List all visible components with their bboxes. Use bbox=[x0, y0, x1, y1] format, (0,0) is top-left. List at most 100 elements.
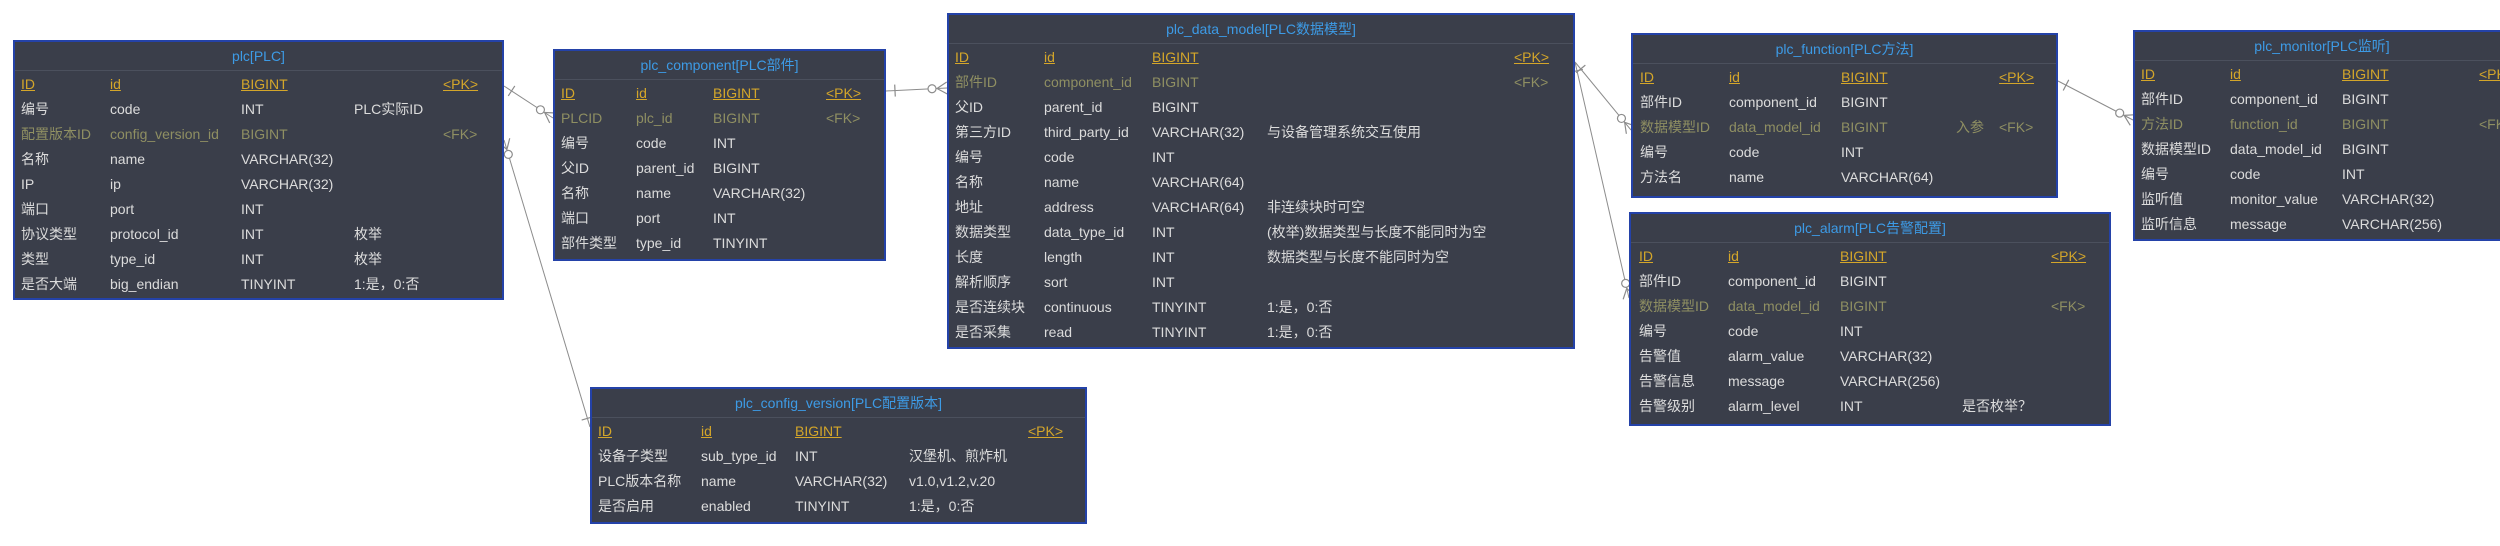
column-type: VARCHAR(64) bbox=[1841, 169, 1934, 185]
entity-plc-monitor[interactable]: plc_monitor[PLC监听]IDidBIGINT<PK>部件IDcomp… bbox=[2133, 30, 2500, 241]
column-name: code bbox=[110, 101, 141, 117]
column-name: name bbox=[636, 185, 672, 201]
column-name: monitor_value bbox=[2230, 191, 2318, 207]
column-type: BIGINT bbox=[241, 76, 288, 92]
header-divider bbox=[555, 79, 884, 80]
relationship-line[interactable] bbox=[1571, 61, 1636, 300]
column-type: VARCHAR(32) bbox=[241, 151, 334, 167]
column-label: 编号 bbox=[1639, 323, 1667, 339]
column-name: code bbox=[1044, 149, 1075, 165]
column-note: 1:是，0:否 bbox=[909, 498, 975, 514]
column-label: 设备子类型 bbox=[598, 448, 668, 464]
column-name: port bbox=[636, 210, 661, 226]
column-name: ip bbox=[110, 176, 121, 192]
column-type: BIGINT bbox=[713, 160, 760, 176]
column-type: VARCHAR(32) bbox=[713, 185, 806, 201]
column-type: VARCHAR(32) bbox=[2342, 191, 2435, 207]
column-note: (枚举)数据类型与长度不能同时为空 bbox=[1267, 224, 1487, 240]
column-type: BIGINT bbox=[1840, 248, 1887, 264]
header-divider bbox=[592, 417, 1085, 418]
column-label: 长度 bbox=[955, 249, 983, 265]
column-label: 类型 bbox=[21, 251, 49, 267]
column-type: INT bbox=[241, 226, 264, 242]
column-key: <PK> bbox=[826, 85, 862, 101]
column-type: INT bbox=[1841, 144, 1864, 160]
column-name: name bbox=[1044, 174, 1080, 190]
column-name: id bbox=[1729, 69, 1740, 85]
column-type: INT bbox=[713, 210, 736, 226]
column-name: component_id bbox=[1729, 94, 1817, 110]
column-label: 是否连续块 bbox=[955, 299, 1025, 315]
relationship-line[interactable] bbox=[885, 81, 948, 97]
column-label: 第三方ID bbox=[955, 124, 1011, 140]
relationship-line[interactable] bbox=[1574, 61, 1636, 134]
column-label: IP bbox=[21, 176, 35, 192]
column-label: 名称 bbox=[955, 174, 983, 190]
column-note: PLC实际ID bbox=[354, 101, 424, 117]
column-name: port bbox=[110, 201, 135, 217]
column-key: <PK> bbox=[1999, 69, 2035, 85]
column-label: 编号 bbox=[561, 135, 589, 151]
column-type: INT bbox=[241, 251, 264, 267]
column-type: BIGINT bbox=[795, 423, 842, 439]
column-name: type_id bbox=[636, 235, 682, 251]
table-row: 名称 name VARCHAR(64) bbox=[949, 170, 1573, 195]
zero-or-many-marker bbox=[1616, 113, 1636, 134]
column-name: id bbox=[701, 423, 712, 439]
column-type: VARCHAR(64) bbox=[1152, 174, 1245, 190]
column-label: 部件ID bbox=[2141, 91, 2183, 107]
column-label: 父ID bbox=[955, 99, 983, 115]
column-name: name bbox=[1729, 169, 1765, 185]
column-key: <FK> bbox=[1999, 119, 2034, 135]
relationship-line[interactable] bbox=[2057, 79, 2136, 126]
column-label: 名称 bbox=[21, 151, 49, 167]
column-type: TINYINT bbox=[795, 498, 850, 514]
column-key: <FK> bbox=[826, 110, 861, 126]
column-label: 编号 bbox=[955, 149, 983, 165]
column-type: BIGINT bbox=[2342, 66, 2389, 82]
column-note: 枚举 bbox=[354, 226, 382, 242]
column-type: INT bbox=[1152, 274, 1175, 290]
column-name: alarm_value bbox=[1728, 348, 1805, 364]
column-name: enabled bbox=[701, 498, 751, 514]
relationship-line[interactable] bbox=[497, 138, 594, 428]
column-type: BIGINT bbox=[1152, 99, 1199, 115]
column-name: read bbox=[1044, 324, 1073, 340]
table-title: plc[PLC] bbox=[232, 48, 285, 64]
column-label: 告警级别 bbox=[1639, 398, 1695, 414]
column-label: ID bbox=[1639, 248, 1653, 264]
column-type: BIGINT bbox=[2342, 116, 2389, 132]
column-type: BIGINT bbox=[1152, 49, 1199, 65]
column-type: BIGINT bbox=[1841, 69, 1888, 85]
relationship-line[interactable] bbox=[503, 85, 557, 124]
column-type: TINYINT bbox=[1152, 324, 1207, 340]
column-label: 地址 bbox=[955, 199, 983, 215]
